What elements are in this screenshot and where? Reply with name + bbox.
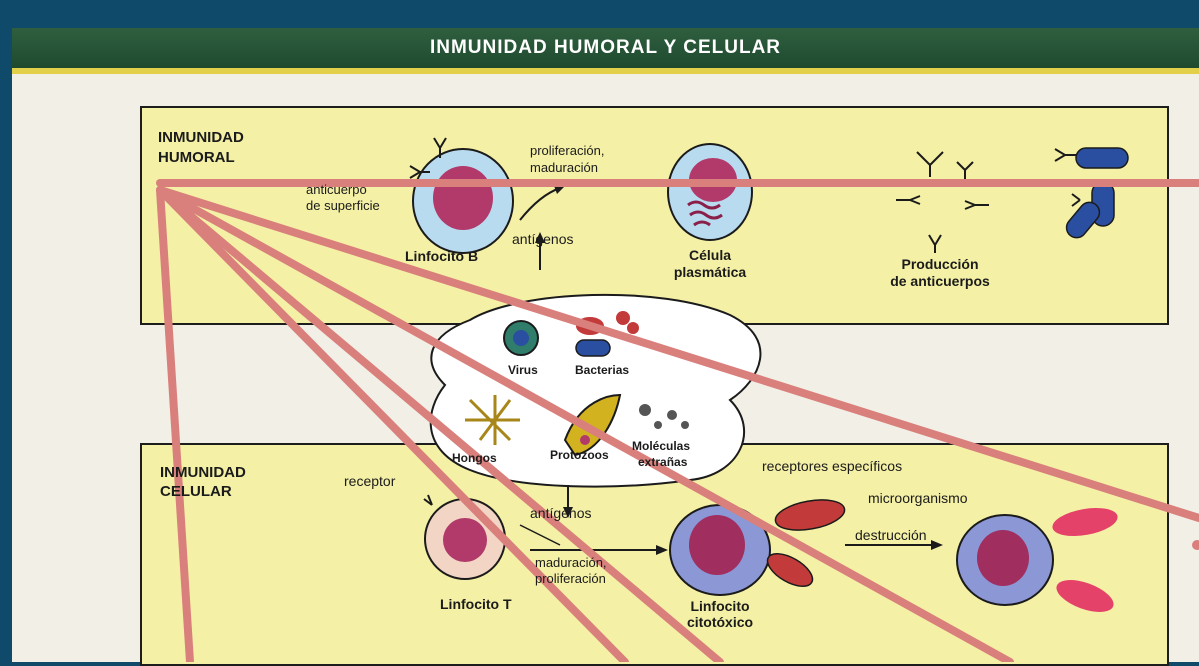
b-lymphocyte-cell [410,138,513,253]
fungi-label: Hongos [452,450,497,466]
humoral-title-line1: INMUNIDAD [158,130,244,146]
destruction-label: destrucción [855,527,927,543]
surface-antibody-line2: de superficie [306,198,380,214]
plasma-cell [668,144,752,240]
cellular-antigens-label: antígenos [530,505,592,521]
protozoa-label: Protozoos [550,447,609,463]
molecules-label-line1: Moléculas [632,438,690,454]
overlay-dot [1192,540,1199,550]
humoral-antigens-label: antígenos [512,231,574,247]
microorganism-label: microorganismo [868,490,968,506]
plasma-cell-label-line2: plasmática [660,264,760,280]
molecules-label-line2: extrañas [638,454,687,470]
cellular-title-line1: INMUNIDAD [160,465,246,481]
bacteria-label: Bacterias [575,362,629,378]
humoral-title-line2: HUMORAL [158,150,235,166]
t-lymphocyte-cell [424,495,505,579]
b-lymphocyte-label: Linfocito B [405,248,478,264]
antibody-production-line2: de anticuerpos [870,273,1010,289]
specific-receptors-label: receptores específicos [762,458,902,474]
cytotoxic-label-line1: Linfocito [675,598,765,614]
destroyed-cell [957,503,1120,618]
plasma-cell-label-line1: Célula [670,247,750,263]
surface-antibody-line1: anticuerpo [306,182,367,198]
antibody-icons [896,149,1080,253]
virus-icon [504,321,538,355]
receptor-label: receptor [344,473,395,489]
cellular-process-line2: proliferación [535,571,606,587]
t-lymphocyte-label: Linfocito T [440,596,512,612]
antibody-production-line1: Producción [880,256,1000,272]
cellular-title-line2: CELULAR [160,484,232,500]
cytotoxic-label-line2: citotóxico [670,614,770,630]
cellular-process-line1: maduración, [535,555,607,571]
humoral-process-line1: proliferación, [530,143,604,159]
humoral-process-line2: maduración [530,160,598,176]
virus-label: Virus [508,362,538,378]
